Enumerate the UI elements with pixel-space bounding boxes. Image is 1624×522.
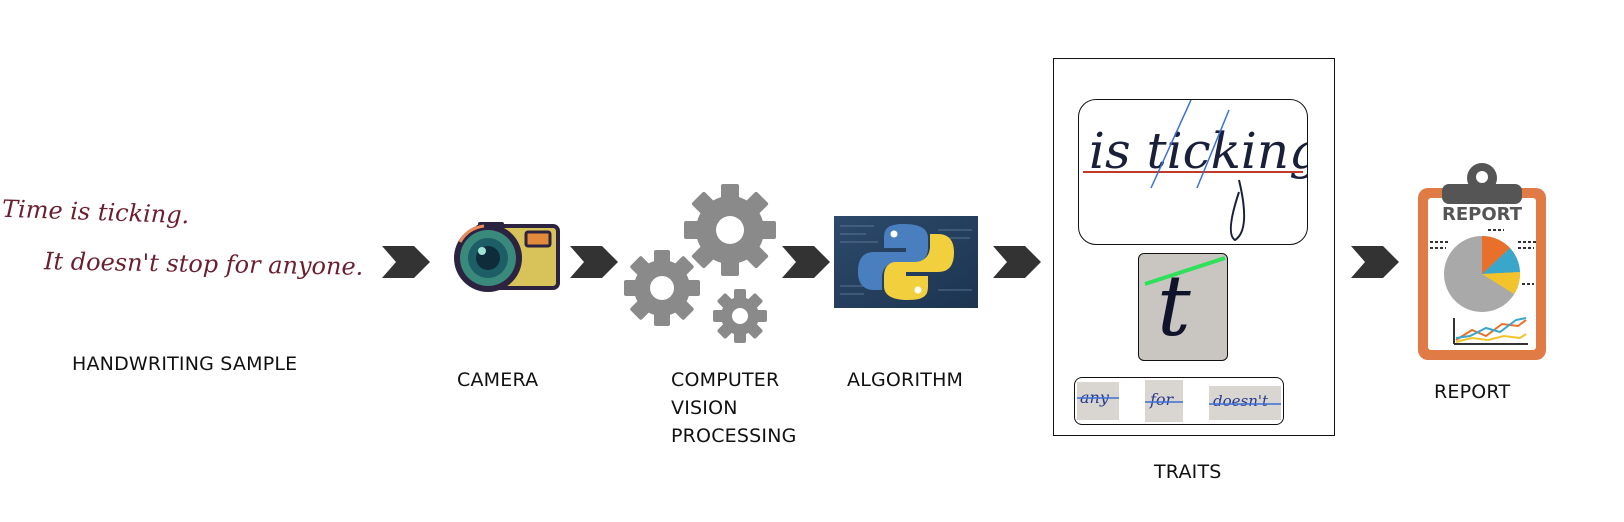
handwriting-sample-label: HANDWRITING SAMPLE [72,353,298,375]
baseline-overlay-icon [1083,100,1303,242]
cv-label-line-3: PROCESSING [671,425,797,447]
handwriting-line-2: It doesn't stop for anyone. [43,247,364,281]
chevron-arrow-icon [382,246,430,278]
chevron-arrow-icon [570,246,618,278]
chevron-arrow-icon [782,246,830,278]
clipboard-frame-icon [1418,154,1546,360]
word-2-underline-icon [1145,401,1183,403]
algorithm-label: ALGORITHM [847,369,964,391]
chevron-arrow-icon [1351,246,1399,278]
traits-panel: is ticking. t any for [1053,58,1335,436]
traits-label: TRAITS [1154,461,1222,483]
trait-word-3-text: doesn't [1213,392,1269,410]
python-logo-icon [834,216,978,308]
camera-icon [454,222,560,292]
trait-baseline-sample: is ticking. [1078,99,1308,245]
cv-label-line-1: COMPUTER [671,369,780,391]
handwriting-line-1: Time is ticking. [1,194,190,230]
letter-highlight-icon [1144,256,1226,286]
trait-phrase-text: is ticking. [1089,122,1307,180]
camera-label: CAMERA [457,369,539,391]
trait-words-strip: any for doesn't [1074,377,1284,425]
word-1-underline-icon [1077,397,1119,399]
clipboard-report-icon: REPORT [1416,154,1548,362]
trait-word-1: any [1077,382,1119,420]
cv-label-line-2: VISION [671,397,738,419]
gears-icon [624,184,776,343]
word-3-underline-icon [1209,403,1281,405]
report-label: REPORT [1434,381,1511,403]
clipboard-title: REPORT [1442,204,1522,225]
trait-word-2-text: for [1150,390,1174,409]
trait-word-2: for [1145,380,1183,422]
trait-letter-sample: t [1138,253,1228,361]
trait-word-3: doesn't [1209,386,1281,420]
chevron-arrow-icon [993,246,1041,278]
